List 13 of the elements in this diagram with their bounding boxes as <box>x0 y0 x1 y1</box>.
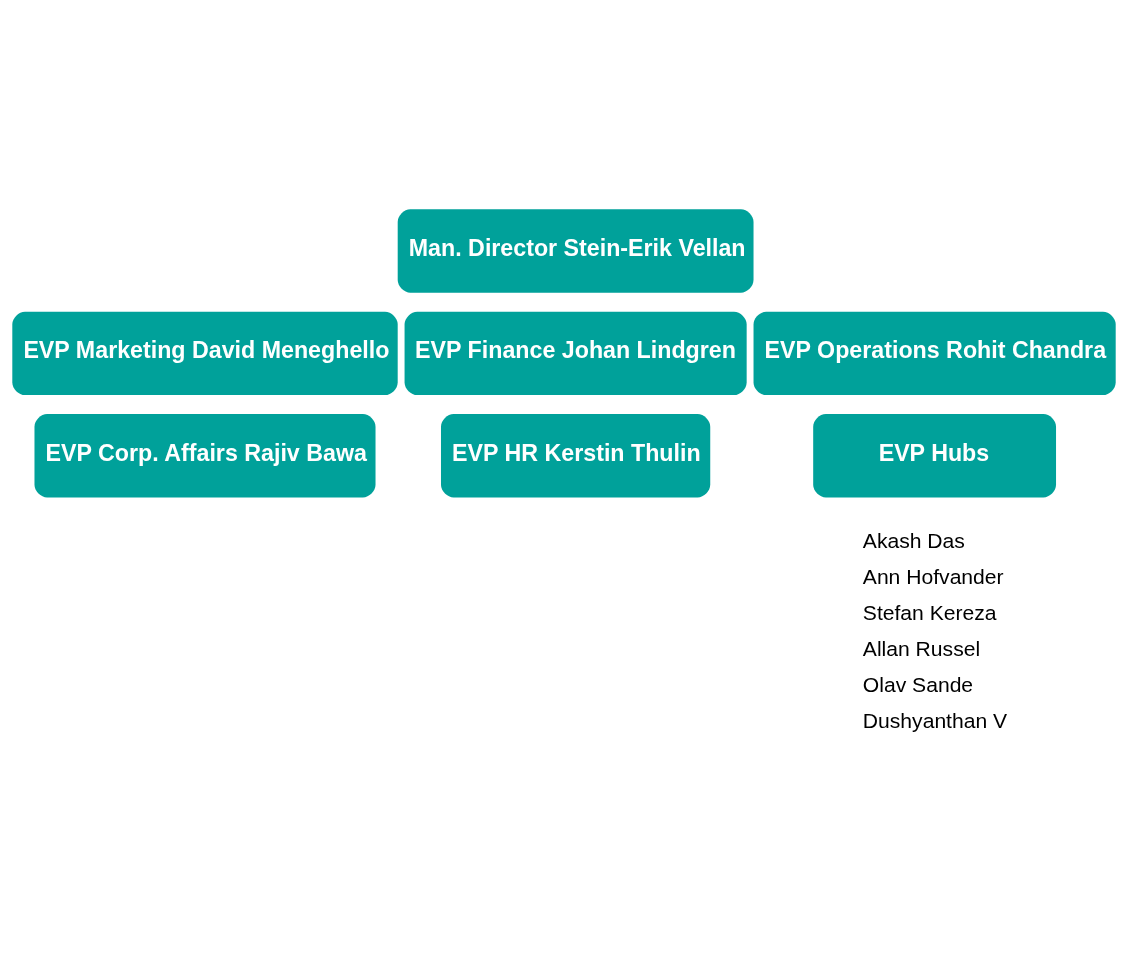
node-label: Olav Sande <box>862 672 974 696</box>
node-box: Man. Director Stein-Erik Vellan <box>397 208 754 293</box>
node-label: Allan Russel <box>862 636 981 660</box>
node-label: Stefan Kereza <box>862 600 997 624</box>
node-box: EVP Marketing David Meneghello <box>12 311 398 395</box>
node-box: EVP Hubs <box>813 413 1057 497</box>
node-box: EVP Operations Rohit Chandra <box>753 311 1116 395</box>
node-label: Ann Hofvander <box>862 564 1004 588</box>
node-label: Dushyanthan V <box>862 708 1008 732</box>
node-box: EVP Corp. Affairs Rajiv Bawa <box>34 413 376 497</box>
node-box: EVP HR Kerstin Thulin <box>441 413 711 497</box>
node-box: EVP Finance Johan Lindgren <box>404 311 747 395</box>
node-label: Akash Das <box>862 528 965 552</box>
